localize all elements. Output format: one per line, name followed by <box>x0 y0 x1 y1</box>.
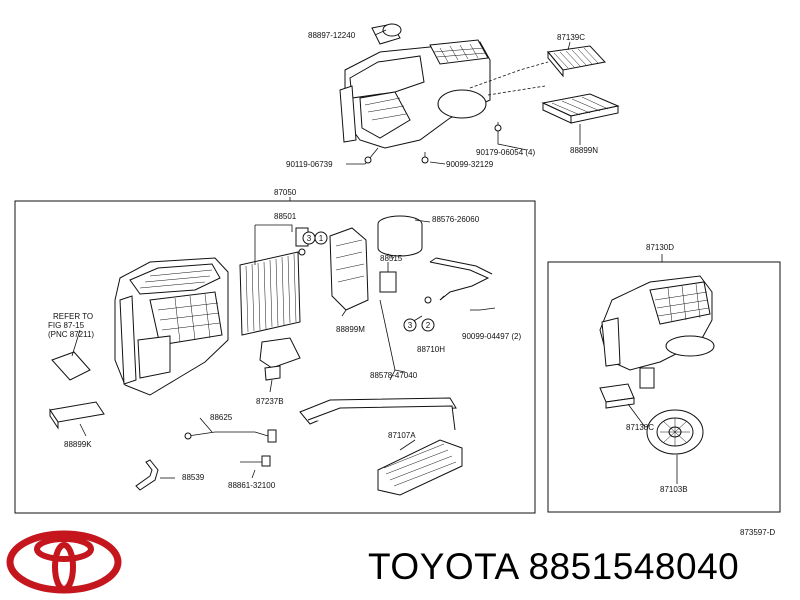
top-heater-unit <box>339 23 491 149</box>
evaporator-core <box>239 251 301 336</box>
label-88501: 88501 <box>274 212 297 221</box>
filter-cover-small <box>49 401 105 430</box>
blower-motor-fan <box>646 409 704 455</box>
part-number: 8851548040 <box>528 546 740 587</box>
ref-circle-1-upper: 1 <box>314 231 328 245</box>
toyota-logo <box>6 530 122 594</box>
blower-resistor <box>599 383 635 409</box>
label-87050: 87050 <box>274 188 297 197</box>
label-90099-04497: 90099-04497 (2) <box>462 332 521 341</box>
label-87130d: 87130D <box>646 243 674 252</box>
sensor-clip <box>379 262 397 293</box>
label-refer-to: REFER TO <box>53 312 93 321</box>
label-87107a: 87107A <box>388 431 416 440</box>
label-pnc-87211: (PNC 87211) <box>48 330 94 339</box>
brand-heading: TOYOTA 8851548040 <box>368 546 739 588</box>
label-88576-26060: 88576-26060 <box>432 215 480 224</box>
harness <box>184 429 277 467</box>
label-88899n: 88899N <box>570 146 598 155</box>
label-90179-06054: 90179-06054 (4) <box>476 148 535 157</box>
svg-text:3: 3 <box>307 234 312 243</box>
label-87139c: 87139C <box>557 33 585 42</box>
label-88515: 88515 <box>380 254 403 263</box>
ref-circle-3-lower: 3 <box>403 318 417 332</box>
svg-text:1: 1 <box>319 234 324 243</box>
heater-core <box>377 439 463 496</box>
diagram-code: 873597-D <box>740 528 775 537</box>
thermistor-filter <box>377 215 423 257</box>
duct-piece <box>259 337 301 381</box>
label-88710h: 88710H <box>417 345 445 354</box>
svg-text:2: 2 <box>426 321 431 330</box>
label-fig-87-15: FIG 87-15 <box>48 321 85 330</box>
label-87103b: 87103B <box>660 485 688 494</box>
label-88899m: 88899M <box>336 325 365 334</box>
label-88899k: 88899K <box>64 440 92 449</box>
blower-unit <box>599 275 715 389</box>
ref-circle-2-lower: 2 <box>421 318 435 332</box>
refrigerant-pipes <box>379 257 493 381</box>
label-88539: 88539 <box>182 473 205 482</box>
top-filter-cover <box>547 45 606 78</box>
label-88897-12240: 88897-12240 <box>308 31 356 40</box>
blower-group-frame <box>547 261 781 513</box>
ref-circle-3-upper: 3 <box>302 231 316 245</box>
brand-name: TOYOTA <box>368 546 518 587</box>
hose <box>135 459 159 491</box>
top-filter-tray <box>541 93 620 124</box>
label-88578-47040: 88578-47040 <box>370 371 418 380</box>
evaporator-case-cover <box>329 227 369 311</box>
label-90119-06739: 90119-06739 <box>286 160 333 169</box>
label-87237b: 87237B <box>256 397 284 406</box>
label-88861-32100: 88861-32100 <box>228 481 276 490</box>
main-group-frame <box>14 200 536 514</box>
heater-pipes <box>299 397 457 431</box>
label-87138c: 87138C <box>626 423 654 432</box>
label-88625: 88625 <box>210 413 233 422</box>
refer-part <box>51 351 91 381</box>
label-90099-32129: 90099-32129 <box>446 160 494 169</box>
main-heater-case <box>114 257 229 396</box>
svg-text:3: 3 <box>408 321 413 330</box>
